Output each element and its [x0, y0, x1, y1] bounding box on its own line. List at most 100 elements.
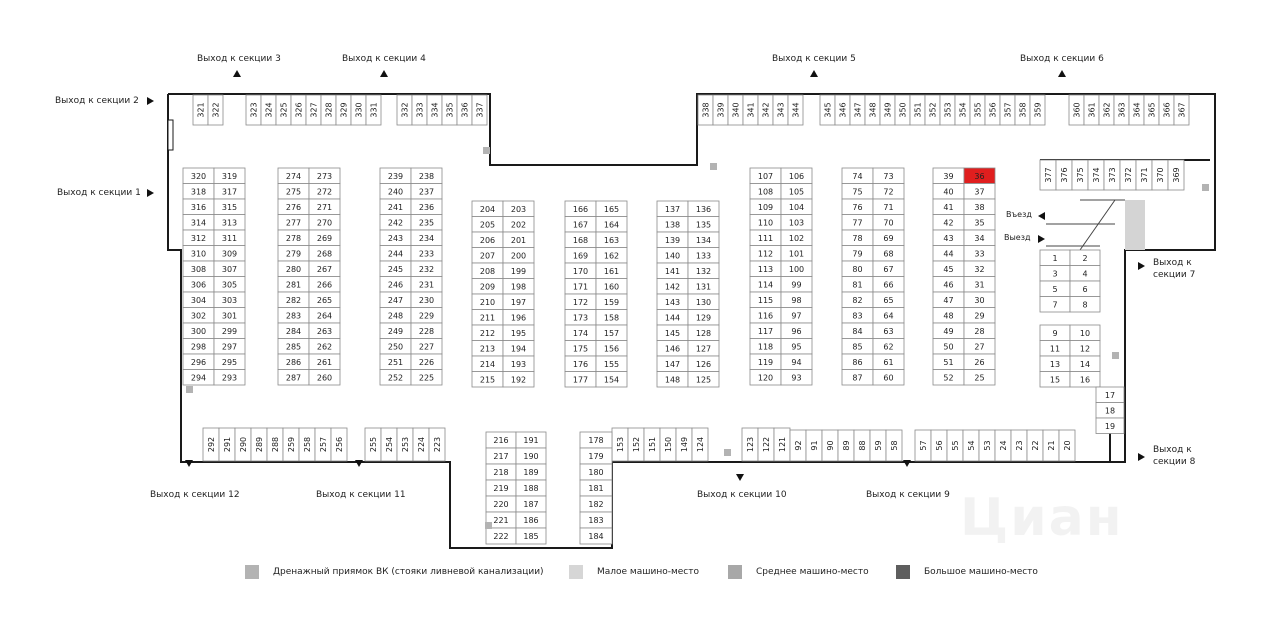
spot-number: 102: [789, 234, 804, 243]
spot-number: 104: [789, 203, 804, 212]
drain-pit-icon: [186, 386, 193, 393]
spot-number: 342: [762, 102, 771, 117]
spot-number: 67: [883, 265, 893, 274]
parking-spot: [365, 94, 382, 126]
spot-number: 269: [317, 234, 332, 243]
spot-number: 318: [191, 187, 206, 196]
spot-number: 199: [511, 267, 526, 276]
spot-number: 218: [493, 468, 508, 477]
spot-number: 348: [869, 102, 878, 117]
exit-arrow-down-icon: [185, 460, 193, 467]
exit-label-section-5: Выход к секции 5: [772, 54, 856, 64]
spot-number: 270: [317, 218, 332, 227]
spot-number: 234: [419, 234, 434, 243]
spot-number: 137: [665, 205, 680, 214]
spot-number: 184: [588, 532, 603, 541]
spot-number: 22: [1031, 440, 1040, 450]
spot-number: 66: [883, 280, 893, 289]
spot-number: 248: [388, 311, 403, 320]
wall: [167, 94, 1111, 549]
exit-label-section-4: Выход к секции 4: [342, 54, 426, 64]
spot-number: 274: [286, 172, 301, 181]
spot-number: 136: [696, 205, 711, 214]
spot-number: 215: [480, 375, 495, 384]
spot-number: 103: [789, 218, 804, 227]
spot-number: 249: [388, 327, 403, 336]
spot-number: 370: [1156, 167, 1165, 182]
spot-number: 334: [431, 102, 440, 117]
spot-number: 44: [943, 249, 953, 258]
spot-number: 151: [648, 437, 657, 452]
legend-label: Малое машино-место: [597, 567, 699, 577]
spot-number: 79: [852, 249, 862, 258]
spot-number: 319: [222, 172, 237, 181]
spot-number: 72: [883, 187, 893, 196]
spot-number: 124: [696, 437, 705, 452]
spot-number: 242: [388, 218, 403, 227]
spot-number: 27: [974, 342, 984, 351]
spot-number: 365: [1148, 102, 1157, 117]
spot-number: 193: [511, 360, 526, 369]
spot-number: 363: [1118, 102, 1127, 117]
spot-number: 346: [839, 102, 848, 117]
spot-number: 210: [480, 298, 495, 307]
exit-label-section-9: Выход к секции 9: [866, 490, 950, 500]
spot-number: 140: [665, 251, 680, 260]
spot-number: 294: [191, 373, 206, 382]
spot-number: 156: [604, 344, 619, 353]
spot-number: 108: [758, 187, 773, 196]
spot-number: 131: [696, 282, 711, 291]
spot-number: 38: [974, 203, 984, 212]
parking-spot: [687, 371, 720, 388]
spot-number: 76: [852, 203, 862, 212]
parking-spot: [1173, 94, 1190, 126]
spot-number: 97: [791, 311, 801, 320]
spot-number: 298: [191, 342, 206, 351]
spot-number: 144: [665, 313, 680, 322]
spot-number: 23: [1015, 440, 1024, 450]
spot-number: 247: [388, 296, 403, 305]
spot-number: 227: [419, 342, 434, 351]
spot-number: 98: [791, 296, 801, 305]
spot-number: 141: [665, 267, 680, 276]
spot-number: 321: [197, 102, 206, 117]
exit-label-section-8: Выход к секции 8: [1153, 445, 1196, 467]
spot-number: 181: [588, 484, 603, 493]
spot-number: 43: [943, 234, 953, 243]
spot-number: 51: [943, 358, 953, 367]
spot-number: 92: [794, 440, 803, 450]
spot-number: 302: [191, 311, 206, 320]
spot-number: 171: [573, 282, 588, 291]
spot-number: 375: [1076, 167, 1085, 182]
spot-number: 35: [974, 218, 984, 227]
spot-number: 207: [480, 251, 495, 260]
spot-number: 60: [883, 373, 893, 382]
spot-number: 174: [573, 329, 588, 338]
spot-number: 126: [696, 360, 711, 369]
spot-number: 75: [852, 187, 862, 196]
parking-spot: [579, 527, 613, 545]
spot-number: 182: [588, 500, 603, 509]
drain-pit-icon: [483, 147, 490, 154]
spot-number: 259: [287, 437, 296, 452]
spot-number: 145: [665, 329, 680, 338]
legend-item-medium: Среднее машино-место: [728, 565, 869, 579]
spot-number: 323: [250, 102, 259, 117]
spot-number: 190: [523, 452, 538, 461]
entry-label: Въезд: [1006, 210, 1032, 219]
spot-number: 246: [388, 280, 403, 289]
spot-number: 254: [385, 437, 394, 452]
spot-number: 340: [732, 102, 741, 117]
parking-spot: [691, 427, 709, 462]
spot-number: 230: [419, 296, 434, 305]
drain-pit-icon: [1202, 184, 1209, 191]
spot-number: 101: [789, 249, 804, 258]
parking-spot: [1058, 429, 1076, 462]
exit-arrow-up-icon: [1058, 70, 1066, 77]
spot-number: 9: [1052, 329, 1057, 338]
spot-number: 162: [604, 251, 619, 260]
spot-number: 10: [1080, 329, 1090, 338]
watermark: Циан: [960, 488, 1124, 548]
spot-number: 56: [935, 440, 944, 450]
spot-number: 288: [271, 437, 280, 452]
